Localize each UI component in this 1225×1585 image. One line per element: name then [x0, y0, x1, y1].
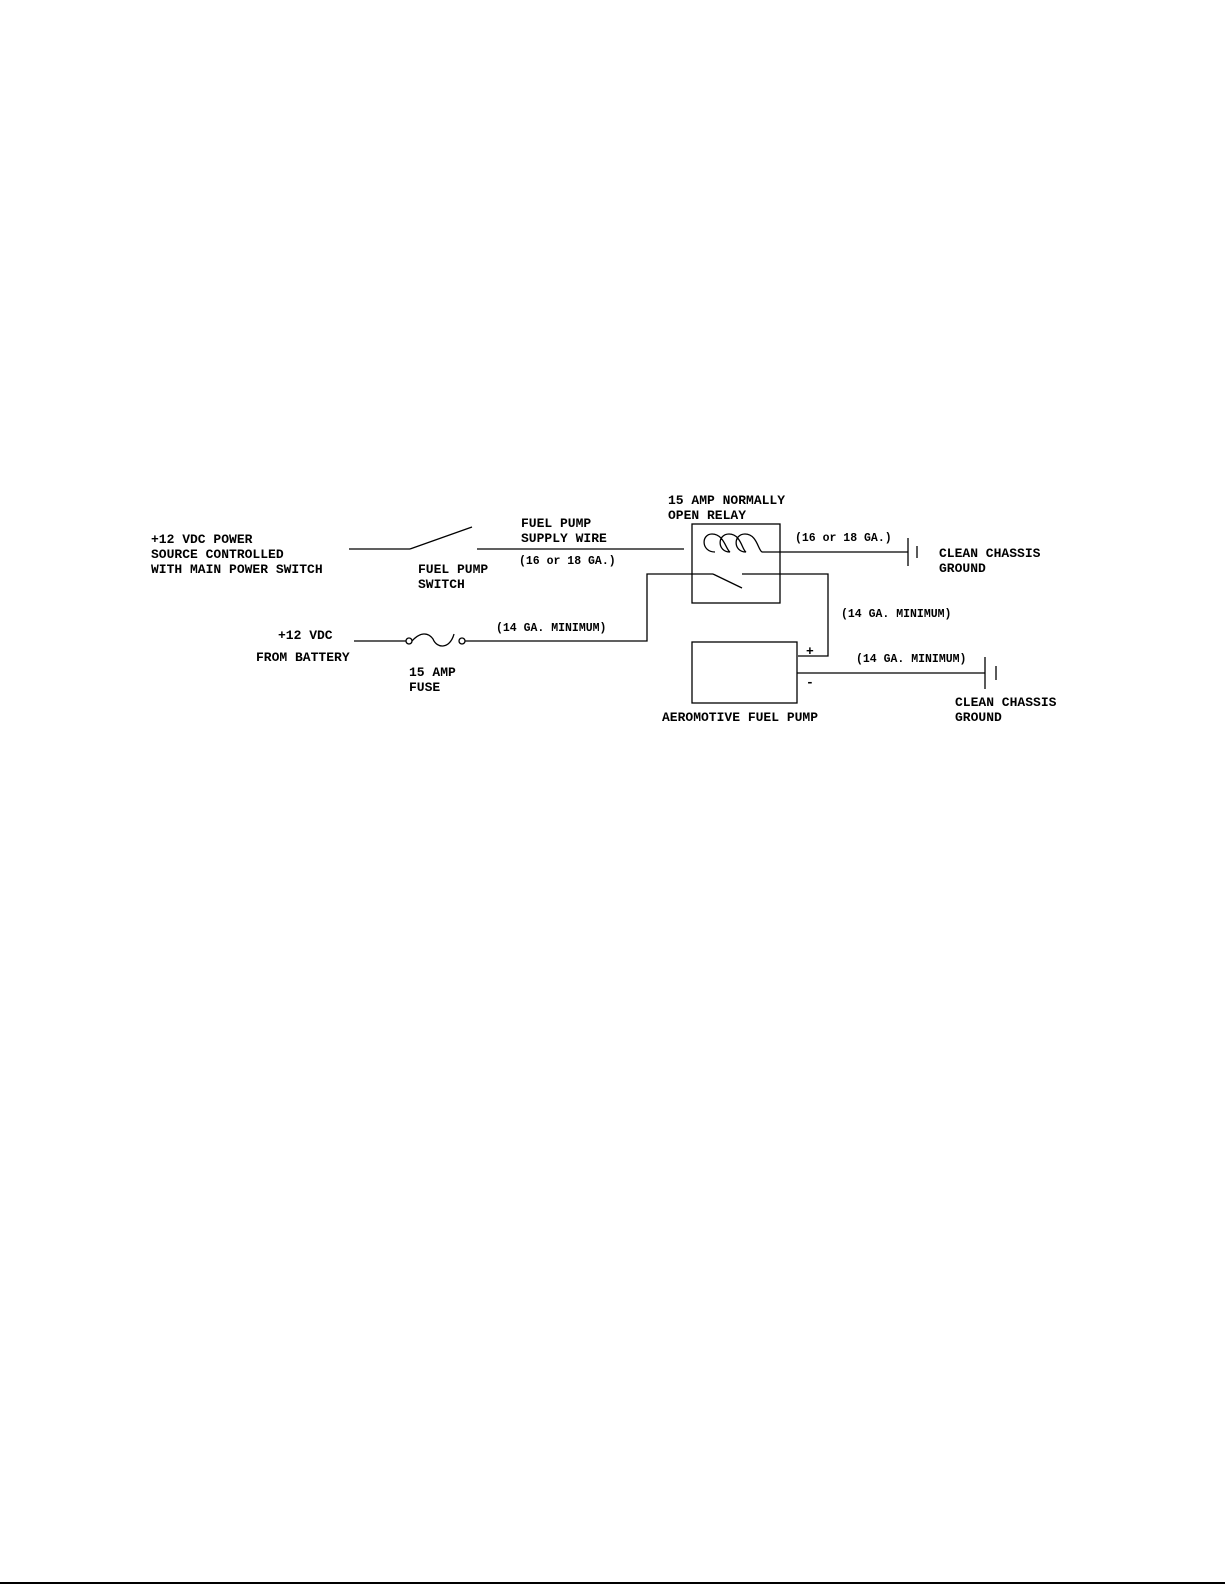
- fuel-pump-switch-symbol: [409, 526, 473, 550]
- fuse-symbol: [405, 633, 466, 647]
- battery-wire-gauge: (14 GA. MINIMUM): [496, 622, 606, 635]
- ground-symbol-bottom: [984, 657, 997, 689]
- ground-label-bottom: CLEAN CHASSIS GROUND: [955, 695, 1064, 725]
- relay-output-wire: [742, 573, 829, 657]
- battery-label-voltage: +12 VDC: [278, 628, 333, 643]
- pump-wire-gauge: (14 GA. MINIMUM): [841, 608, 951, 621]
- relay-ground-gauge: (16 or 18 GA.): [795, 532, 892, 545]
- supply-wire-label: FUEL PUMP SUPPLY WIRE: [521, 516, 607, 546]
- relay-box: [691, 523, 781, 604]
- fuse-label: 15 AMP FUSE: [409, 665, 464, 695]
- relay-coil-symbol: [703, 533, 763, 553]
- fuel-pump-box: [691, 641, 798, 704]
- ground-symbol-top: [907, 538, 918, 566]
- ground-label-top: CLEAN CHASSIS GROUND: [939, 546, 1048, 576]
- switch-label: FUEL PUMP SWITCH: [418, 562, 496, 592]
- relay-feed-wire: [465, 573, 713, 642]
- supply-wire-gauge: (16 or 18 GA.): [519, 555, 616, 568]
- pump-plus-terminal: +: [806, 644, 814, 659]
- relay-contact-switch: [712, 573, 743, 589]
- pump-minus-terminal: -: [806, 675, 814, 690]
- battery-label-source: FROM BATTERY: [256, 650, 350, 665]
- pump-label: AEROMOTIVE FUEL PUMP: [662, 710, 818, 725]
- pump-ground-gauge: (14 GA. MINIMUM): [856, 653, 966, 666]
- relay-label: 15 AMP NORMALLY OPEN RELAY: [668, 493, 793, 523]
- source-label: +12 VDC POWER SOURCE CONTROLLED WITH MAI…: [151, 532, 323, 577]
